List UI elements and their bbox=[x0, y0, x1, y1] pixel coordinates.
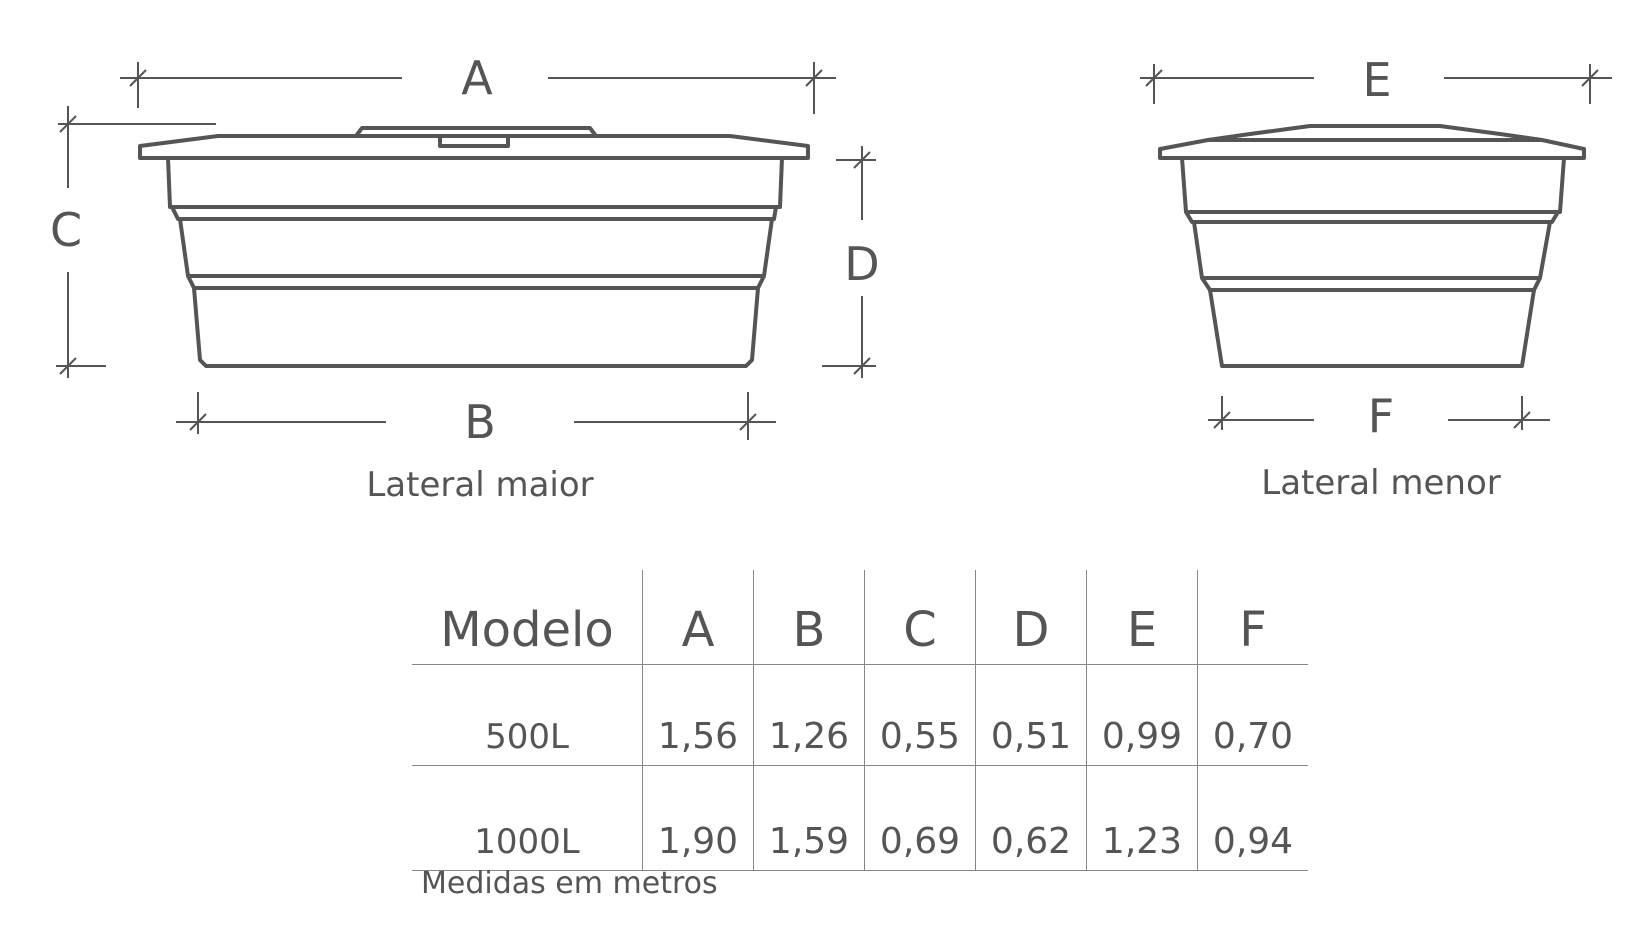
dimension-b: B bbox=[176, 392, 776, 449]
units-footnote: Medidas em metros bbox=[421, 866, 718, 901]
model-cell: 500L bbox=[412, 664, 643, 766]
header-a: A bbox=[642, 570, 754, 665]
value-cell-c: 0,55 bbox=[864, 664, 976, 766]
dimensions-table: Modelo A B C D E F 500L 1,56 1,26 0,55 0… bbox=[412, 570, 1308, 871]
dimension-e: E bbox=[1140, 53, 1612, 107]
large-side-view: A B C D bbox=[50, 51, 880, 505]
dimension-c: C bbox=[50, 106, 216, 378]
table-header-row: Modelo A B C D E F bbox=[412, 570, 1308, 665]
value-cell-f: 0,94 bbox=[1197, 765, 1308, 871]
table-row: 500L 1,56 1,26 0,55 0,51 0,99 0,70 bbox=[412, 664, 1308, 766]
header-f: F bbox=[1197, 570, 1308, 665]
value-cell-b: 1,59 bbox=[753, 765, 865, 871]
value-cell-e: 1,23 bbox=[1086, 765, 1198, 871]
value-cell-c: 0,69 bbox=[864, 765, 976, 871]
label-f: F bbox=[1368, 389, 1394, 443]
header-d: D bbox=[975, 570, 1087, 665]
header-e: E bbox=[1086, 570, 1198, 665]
label-c: C bbox=[50, 203, 82, 257]
label-a: A bbox=[461, 51, 493, 105]
label-d: D bbox=[844, 237, 879, 291]
value-cell-a: 1,56 bbox=[642, 664, 754, 766]
label-e: E bbox=[1362, 53, 1391, 107]
header-modelo: Modelo bbox=[412, 570, 643, 665]
small-side-tank bbox=[1158, 124, 1586, 368]
value-cell-d: 0,62 bbox=[975, 765, 1087, 871]
small-side-view: E F Lateral menor bbox=[1140, 53, 1612, 503]
caption-lateral-maior: Lateral maior bbox=[366, 465, 593, 505]
label-b: B bbox=[464, 395, 496, 449]
table-row: 1000L 1,90 1,59 0,69 0,62 1,23 0,94 bbox=[412, 765, 1308, 871]
value-cell-e: 0,99 bbox=[1086, 664, 1198, 766]
value-cell-f: 0,70 bbox=[1197, 664, 1308, 766]
header-c: C bbox=[864, 570, 976, 665]
header-b: B bbox=[753, 570, 865, 665]
value-cell-b: 1,26 bbox=[753, 664, 865, 766]
model-cell: 1000L bbox=[412, 765, 643, 871]
caption-lateral-menor: Lateral menor bbox=[1261, 463, 1500, 503]
value-cell-d: 0,51 bbox=[975, 664, 1087, 766]
value-cell-a: 1,90 bbox=[642, 765, 754, 871]
dimension-a: A bbox=[120, 51, 836, 114]
dimension-d: D bbox=[822, 146, 880, 378]
large-side-tank bbox=[138, 126, 810, 368]
dimension-f: F bbox=[1208, 389, 1550, 443]
